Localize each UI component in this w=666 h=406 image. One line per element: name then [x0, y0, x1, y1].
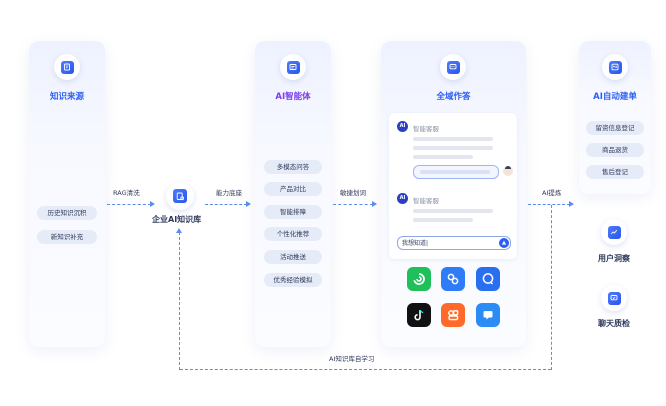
mini-program-app-icon[interactable] — [441, 303, 465, 327]
ai-training-label: AI提炼 — [542, 189, 562, 197]
bot-name: 智能客服 — [413, 197, 439, 205]
arrow-kb-to-agent — [205, 204, 247, 205]
arrow-head-up-icon — [176, 228, 182, 233]
agent-item-recommend: 个性化推荐 — [264, 227, 322, 241]
bot-name: 智能客服 — [413, 125, 439, 133]
source-item-history: 历史知识沉积 — [37, 206, 97, 220]
link-app-icon[interactable] — [441, 267, 465, 291]
chat-input[interactable]: 我想知道| — [397, 236, 511, 250]
message-line — [413, 209, 493, 213]
knowledge-base-title: 企业AI知识库 — [152, 215, 202, 224]
order-item-lead: 留资信息登记 — [586, 121, 644, 135]
order-item-return: 商品退货 — [586, 143, 644, 157]
chat-bubble-app-icon[interactable] — [476, 267, 500, 291]
user-avatar — [503, 166, 513, 176]
chat-quality-title: 聊天质检 — [598, 319, 630, 328]
loop-line-left — [179, 232, 180, 370]
knowledge-source-card: 知识来源 历史知识沉积 新知识补充 — [29, 41, 105, 347]
quality-check-icon — [601, 285, 627, 311]
arrow-agent-to-omni — [333, 204, 373, 205]
auto-order-title: AI自动建单 — [593, 92, 637, 102]
agent-item-troubleshoot: 智能排障 — [264, 205, 322, 219]
web-chat-app-icon[interactable] — [476, 303, 500, 327]
rag-clean-label: RAG清洗 — [113, 189, 140, 197]
chat-window: AI 智能客服 AI 智能客服 我想知道| — [389, 113, 517, 259]
loop-line-right — [551, 205, 552, 370]
self-learning-label: AI知识库自学习 — [329, 355, 375, 363]
ai-agent-card: AI智能体 多模态问答 产品对比 智能排障 个性化推荐 活动推送 优秀经验模拟 — [255, 41, 331, 347]
message-line — [413, 146, 493, 150]
agent-item-compare: 产品对比 — [264, 182, 322, 196]
arrow-head-icon — [150, 201, 155, 207]
wechat-work-app-icon[interactable] — [407, 267, 431, 291]
capability-label: 能力底座 — [216, 189, 242, 197]
omni-answer-title: 全域作答 — [436, 92, 471, 102]
user-insight-title: 用户洞察 — [598, 254, 630, 263]
document-icon — [54, 54, 80, 80]
tiktok-app-icon[interactable] — [407, 303, 431, 327]
bot-avatar: AI — [397, 121, 408, 132]
agent-item-multimodal: 多模态问答 — [264, 160, 322, 174]
message-line — [413, 155, 473, 159]
auto-order-card: AI自动建单 留资信息登记 商品退货 售后登记 — [579, 41, 651, 194]
agent-item-experience: 优秀经验模拟 — [264, 273, 322, 287]
knowledge-source-title: 知识来源 — [49, 92, 84, 102]
chat-icon — [440, 54, 466, 80]
message-line — [420, 170, 490, 174]
agent-icon — [280, 54, 306, 80]
message-line — [413, 137, 493, 141]
loop-line-bottom — [180, 369, 551, 370]
order-item-aftersale: 售后登记 — [586, 165, 644, 179]
arrow-head-icon — [569, 201, 574, 207]
source-item-new: 新知识补充 — [37, 230, 97, 244]
dispatch-label: 敏捷划词 — [340, 189, 366, 197]
message-line — [413, 218, 473, 222]
chat-input-text: 我想知道| — [402, 240, 429, 247]
send-icon[interactable] — [499, 238, 509, 248]
arrow-head-icon — [246, 201, 251, 207]
arrow-sources-to-kb — [107, 204, 151, 205]
ai-agent-title: AI智能体 — [275, 92, 311, 102]
knowledge-base-icon — [166, 182, 194, 210]
omni-answer-card: 全域作答 AI 智能客服 AI 智能客服 我想知道| — [381, 41, 526, 347]
arrow-head-icon — [372, 201, 377, 207]
order-icon — [602, 54, 628, 80]
trend-chart-icon — [601, 219, 627, 245]
user-message-bubble — [413, 165, 499, 179]
bot-avatar: AI — [397, 193, 408, 204]
agent-item-push: 活动推送 — [264, 250, 322, 264]
arrow-omni-to-right — [528, 204, 570, 205]
